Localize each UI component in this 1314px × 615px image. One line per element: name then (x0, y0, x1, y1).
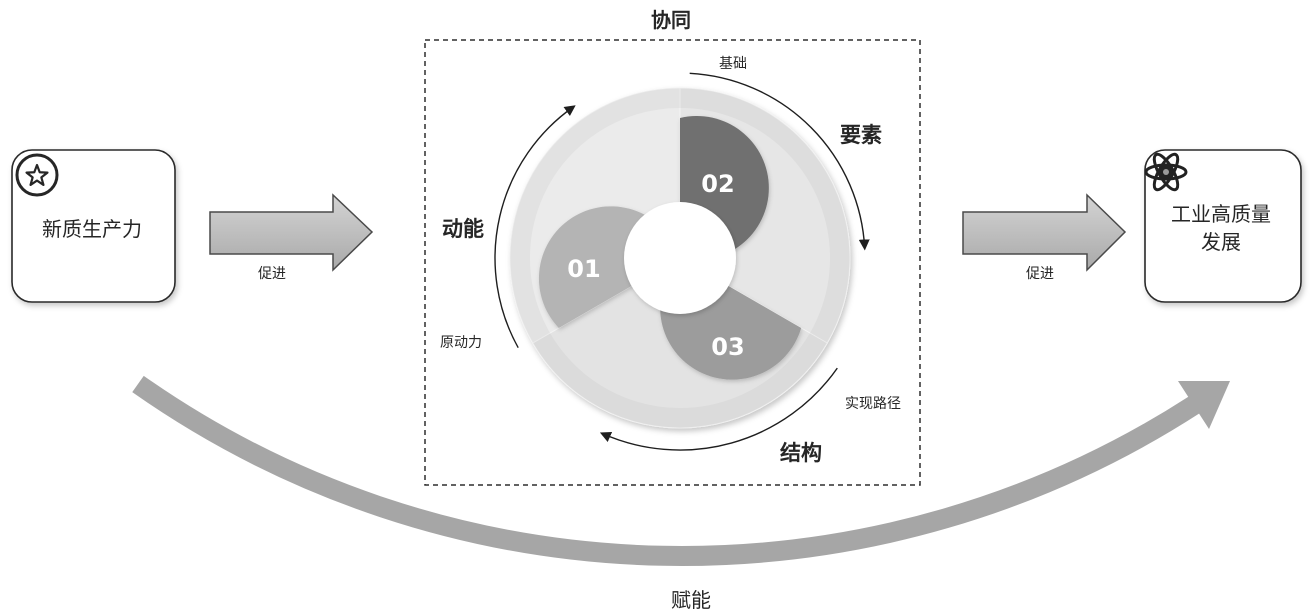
center-hole (624, 202, 736, 314)
cycle-diagram: 01 02 03 (494, 72, 870, 451)
synergy-title: 协同 (651, 8, 691, 32)
promote-arrow-left-shape (209, 193, 374, 272)
structure-flow-arrow (599, 367, 838, 451)
momentum-flow-arrow (494, 105, 576, 349)
right-box-label-line-1: 工业高质量 (1171, 202, 1271, 226)
label-structure: 结构 (780, 441, 822, 465)
star-icon (15, 153, 59, 197)
promote-arrow-right: 促进 (962, 193, 1127, 282)
label-driving-force: 原动力 (440, 335, 482, 351)
promote-arrow-right-label: 促进 (1026, 266, 1054, 282)
enable-label: 赋能 (671, 588, 711, 612)
promote-arrow-right-shape (962, 193, 1127, 272)
segment-03-label: 03 (711, 333, 744, 361)
segment-02-label: 02 (701, 170, 734, 198)
left-box-label: 新质生产力 (42, 217, 142, 241)
synergy-dashed-border (424, 39, 921, 486)
enable-arrow (132, 375, 1230, 566)
label-momentum: 动能 (442, 217, 484, 241)
elements-flow-arrow (689, 72, 870, 251)
label-implementation-path: 实现路径 (845, 396, 901, 412)
atom-icon (1144, 152, 1188, 192)
enable-arrow-head (1178, 381, 1230, 429)
right-box-label-line-2: 发展 (1201, 230, 1241, 254)
right-box-frame (1144, 149, 1302, 303)
label-elements: 要素 (840, 123, 882, 147)
enable-arrow-shaft (132, 375, 1200, 566)
promote-arrow-left-label: 促进 (258, 266, 286, 282)
label-foundation: 基础 (719, 55, 747, 72)
new-productive-forces-box: 新质生产力 (11, 149, 176, 303)
segment-01-label: 01 (567, 255, 600, 283)
promote-arrow-left: 促进 (209, 193, 374, 282)
industrial-development-box: 工业高质量 发展 (1144, 149, 1302, 303)
synergy-frame: 协同 (424, 8, 921, 486)
